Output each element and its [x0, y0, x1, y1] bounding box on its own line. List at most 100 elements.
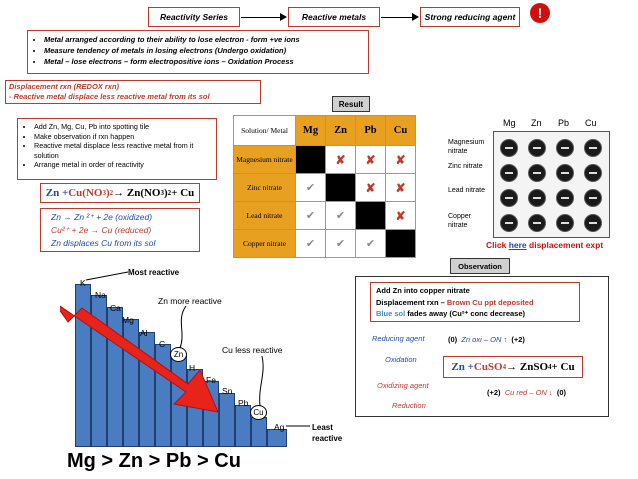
tile-col-label: Pb [558, 118, 570, 128]
cell-x: ✘ [355, 173, 386, 202]
displacement-desc: - Reactive metal displace less reactive … [9, 92, 210, 101]
tile-well [500, 164, 518, 182]
cell-x: ✘ [355, 145, 386, 174]
tile-well [556, 164, 574, 182]
cell-check: ✔ [355, 229, 386, 258]
zn-pointer [179, 306, 187, 349]
reactive-metals-label: Reactive metals [301, 12, 367, 22]
cross-icon: ✘ [395, 208, 406, 223]
eq-cu-nitrate: Cu(NO [68, 187, 103, 199]
obs-line: Add Zn into copper nitrate [376, 286, 470, 295]
stair-step [251, 417, 267, 447]
element-label: C [159, 339, 166, 349]
eq-sub: 2 [167, 189, 172, 197]
stair-step [267, 429, 287, 447]
arrow-head [280, 13, 287, 21]
cu-pointer [259, 356, 264, 407]
row-label: Magnesium nitrate [233, 145, 296, 174]
oxidizing-agent-label: Oxidizing agent [377, 381, 429, 390]
eq-sub: 4 [548, 363, 552, 371]
red-change: Cu red – ON ↓ [504, 388, 553, 397]
cell-check: ✔ [295, 173, 326, 202]
element-label: Pb [238, 398, 249, 408]
arrow [381, 17, 413, 18]
check-icon: ✔ [335, 210, 346, 222]
tile-row-label: Magnesium nitrate [448, 139, 485, 155]
tile-well [556, 214, 574, 232]
least-reactive-label: Least reactive [312, 422, 352, 444]
displacement-box: Displacement rxn (REDOX rxn) - Reactive … [5, 80, 261, 104]
cross-icon: ✘ [395, 180, 406, 195]
ox-num: (+2) [511, 335, 525, 344]
cell-x: ✘ [325, 145, 356, 174]
obs-text: fades away (Cu²⁺ conc decrease) [405, 309, 526, 318]
intro-bullet: Metal arranged according to their abilit… [44, 34, 364, 45]
tile-col-label: Cu [585, 118, 597, 128]
tile-row-label: Lead nitrate [448, 187, 485, 194]
eq-product: → Zn(NO [113, 187, 161, 199]
decreasing-reactivity-arrow [60, 305, 219, 413]
oxidation-label: Oxidation [385, 355, 417, 364]
table-row: Magnesium nitrate ✘ ✘ ✘ [233, 145, 416, 174]
reducing-agent-box: Strong reducing agent [420, 7, 520, 27]
eq-cuso4: CuSO [473, 361, 503, 373]
most-reactive-label: Most reactive [128, 268, 180, 277]
most-pointer [85, 271, 129, 281]
tile-col-label: Zn [531, 118, 542, 128]
cu-note: Cu less reactive [222, 345, 283, 355]
stair-step [219, 393, 235, 447]
tile-well [584, 164, 602, 182]
tile-well [556, 139, 574, 157]
row-label: Copper nitrate [233, 229, 296, 258]
tile-well [500, 139, 518, 157]
obs-line: Blue sol fades away (Cu²⁺ conc decrease) [376, 308, 574, 320]
title-box: Reactivity Series [148, 7, 240, 27]
arrow-shape [60, 305, 219, 413]
stair-step [235, 405, 251, 447]
observation-summary: Add Zn into copper nitrate Displacement … [370, 282, 580, 322]
experiment-link-line: Click here displacement expt [486, 240, 603, 250]
col-zn: Zn [325, 115, 356, 146]
table-row: Lead nitrate ✔ ✔ ✘ [233, 201, 416, 230]
obs-highlight: Blue sol [376, 309, 406, 318]
eq-sub: 3 [160, 189, 165, 197]
element-label: Sn [222, 386, 233, 396]
intro-box: Metal arranged according to their abilit… [27, 30, 369, 74]
observation-label: Observation [450, 258, 510, 274]
tile-well [556, 189, 574, 207]
result-text: Result [338, 100, 364, 109]
tile-well [528, 139, 546, 157]
table-corner: Solution/ Metal [233, 115, 296, 146]
page-title: Reactivity Series [159, 12, 229, 22]
element-label: Ca [110, 303, 121, 313]
cell-blank [325, 173, 356, 202]
element-label: Na [95, 290, 106, 300]
cell-check: ✔ [295, 229, 326, 258]
intro-bullet: Metal – lose electrons – form electropos… [44, 56, 364, 67]
summary-line: Zn displaces Cu from its sol [51, 238, 156, 248]
check-icon: ✔ [305, 210, 316, 222]
link-pre: Click [486, 240, 509, 250]
experiment-link[interactable]: here [508, 240, 527, 250]
tile-well [584, 139, 602, 157]
element-zn-highlight: Zn [170, 347, 187, 362]
result-table: Solution/ Metal Mg Zn Pb Cu Magnesium ni… [233, 115, 416, 258]
col-mg: Mg [295, 115, 326, 146]
tile-row-label: Copper nitrate [448, 213, 471, 229]
element-label: H [189, 363, 196, 373]
check-icon: ✔ [335, 238, 346, 250]
table-header-row: Solution/ Metal Mg Zn Pb Cu [233, 115, 416, 146]
tile-well [528, 189, 546, 207]
displacement-desc-text: Reactive metal displace less reactive me… [13, 92, 210, 101]
eq-zn: Zn + [45, 187, 69, 199]
element-label: Mg [122, 315, 134, 325]
ox-state-bottom: (+2) Cu red – ON ↓ (0) [487, 388, 566, 397]
check-icon: ✔ [365, 238, 376, 250]
displacement-title: Displacement rxn (REDOX rxn) [9, 82, 120, 91]
oxidation-eq: Zn → Zn ²⁺ + 2e (oxidized) [51, 212, 153, 222]
tile-well [584, 189, 602, 207]
observation-text: Observation [458, 262, 502, 271]
reducing-agent-label: Strong reducing agent [424, 12, 516, 22]
tile-well [528, 164, 546, 182]
